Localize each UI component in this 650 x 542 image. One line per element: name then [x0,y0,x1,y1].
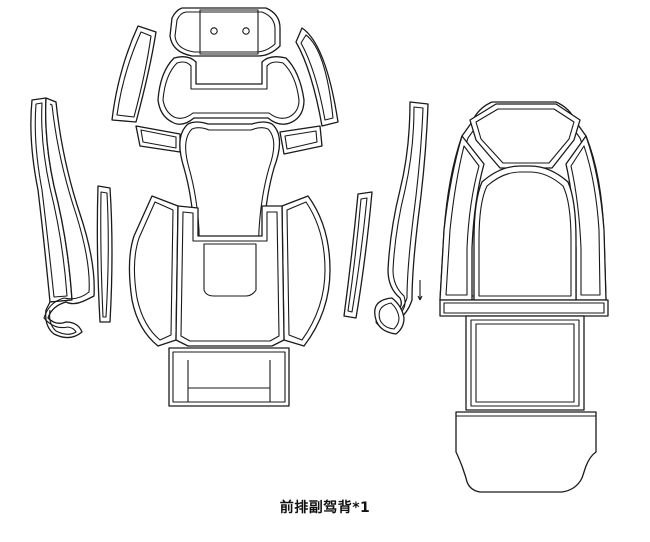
back-frame-piece [175,205,285,347]
upper-left-bolster-piece [111,25,157,123]
upper-right-bolster-piece [295,27,339,127]
horizontal-band [439,299,609,317]
diagram-caption: 前排副驾背*1 [279,500,371,516]
right-seat-pieces [439,101,609,493]
left-shoulder-tab [135,125,181,153]
bottom-seat-piece [168,347,290,407]
left-side-curve [43,97,95,339]
top-shoulder-piece [469,103,581,169]
left-thin-strip [96,185,113,323]
bottom-base-piece [455,411,597,493]
center-back-insert [473,165,577,301]
lower-back-panel [465,315,585,411]
right-side-panel [281,195,331,347]
shoulder-piece [157,56,305,125]
left-side-panel [128,195,179,347]
headrest-top-piece [169,7,281,57]
left-seat-pieces [30,7,429,407]
right-shoulder-tab [279,125,323,155]
right-side-curve [374,101,429,335]
right-side-strip [343,191,373,319]
